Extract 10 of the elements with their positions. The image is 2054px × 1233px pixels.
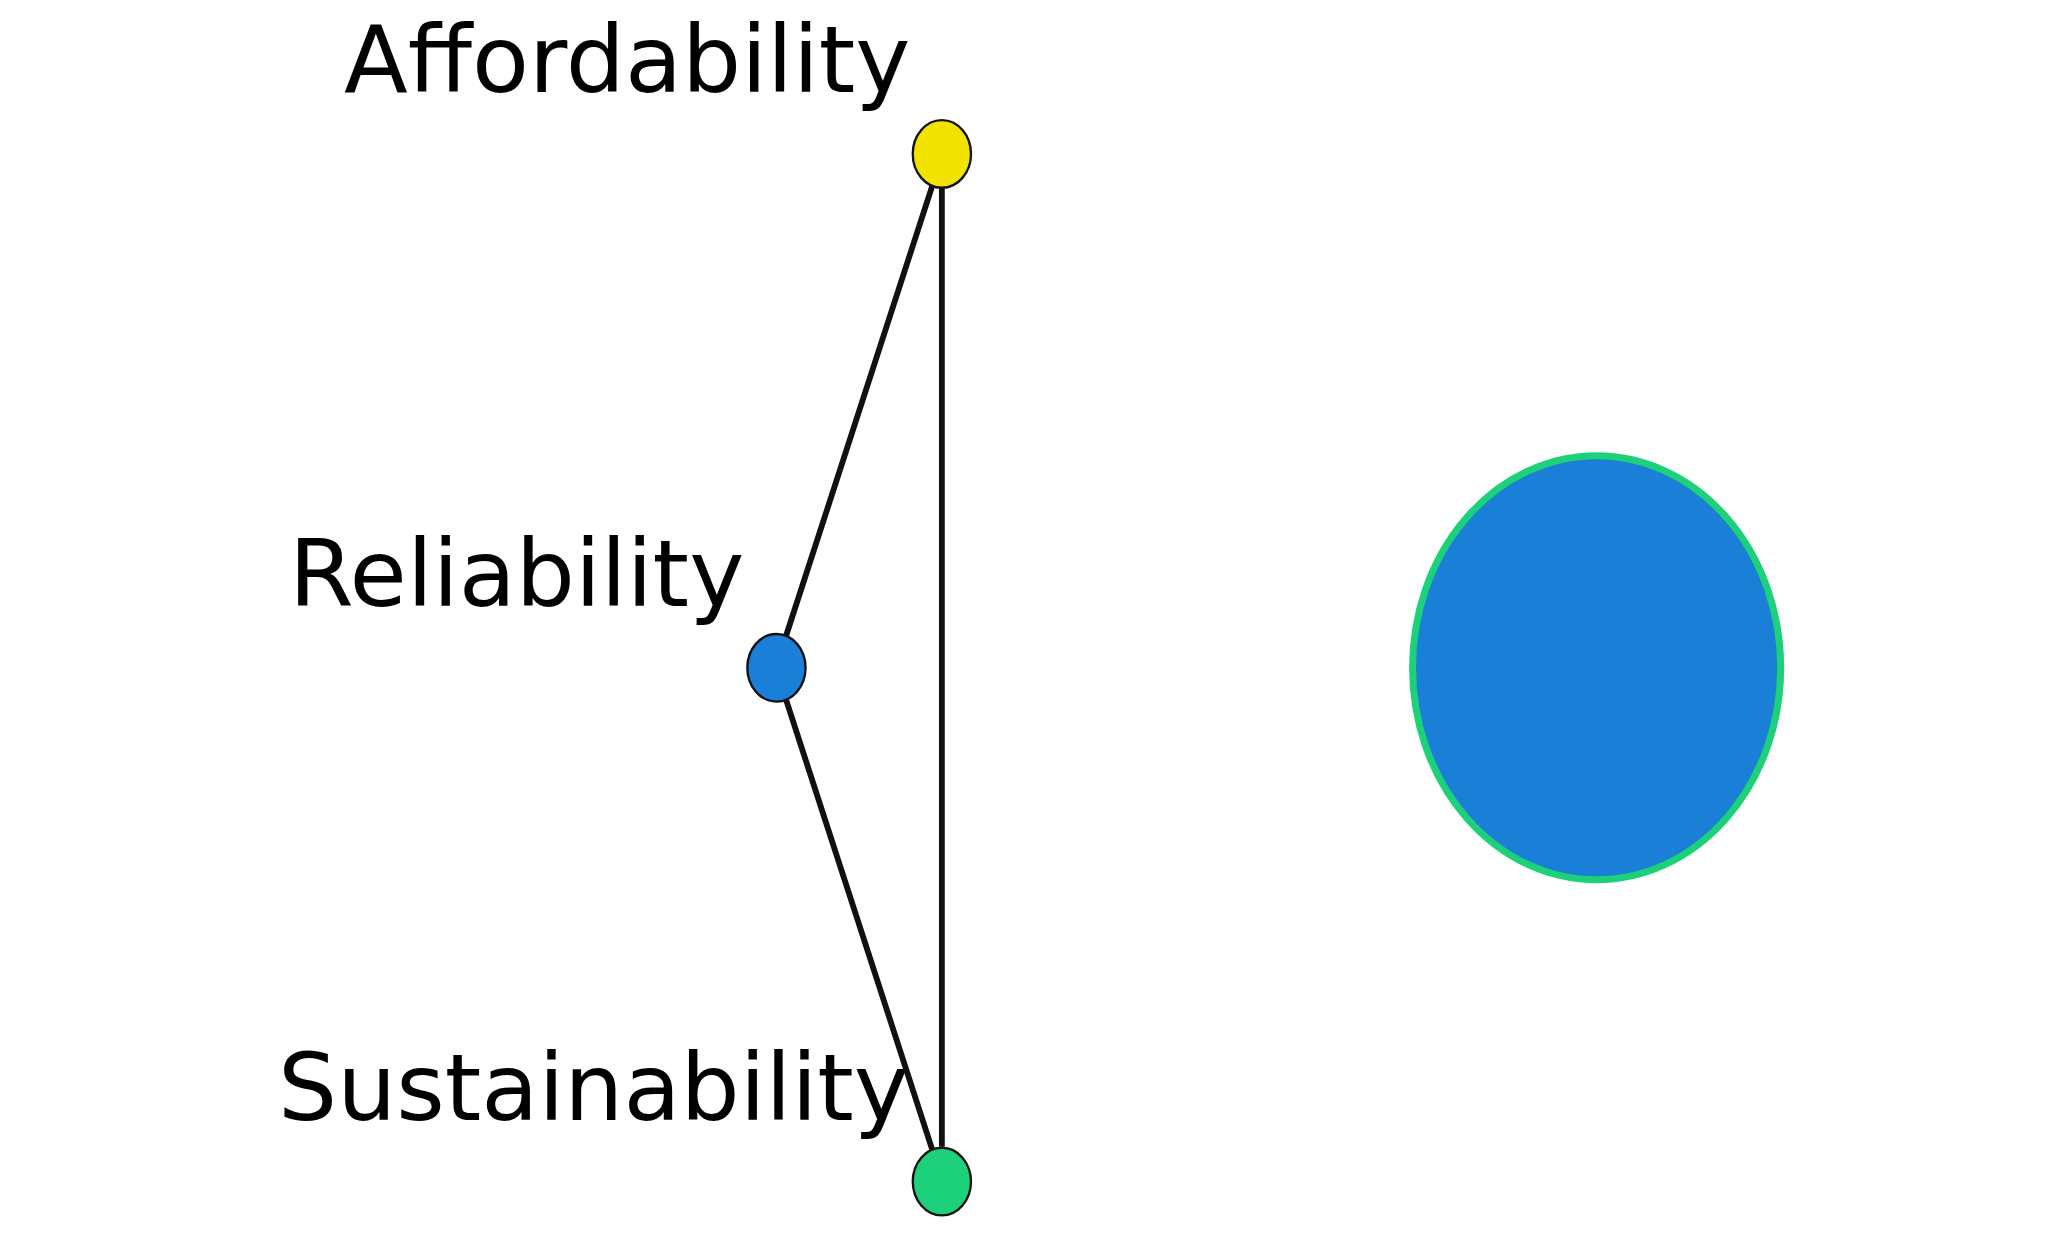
- node-circle: [911, 119, 972, 189]
- node-label: Affordability: [343, 5, 911, 115]
- node-label: Sustainability: [277, 1032, 909, 1142]
- node-circle: [911, 1146, 972, 1217]
- connector: [938, 188, 945, 1147]
- node-circle: [745, 632, 807, 703]
- connector: [782, 185, 935, 637]
- node-circle: [1408, 452, 1784, 884]
- node-label: Reliability: [288, 519, 744, 629]
- connector: [782, 698, 935, 1151]
